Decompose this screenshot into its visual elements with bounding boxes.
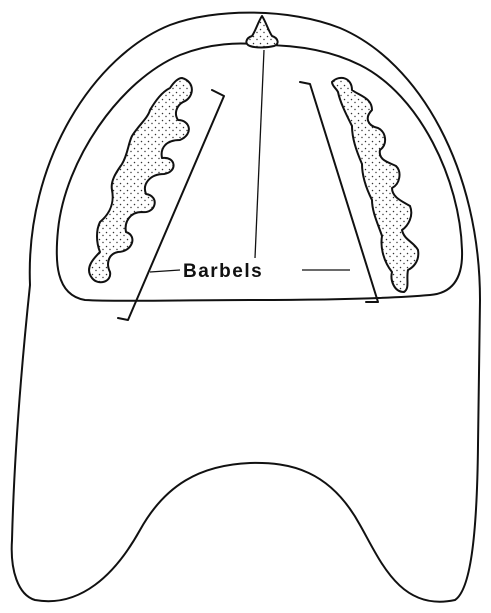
head-outline	[12, 13, 480, 602]
barbels-label: Barbels	[183, 261, 263, 282]
